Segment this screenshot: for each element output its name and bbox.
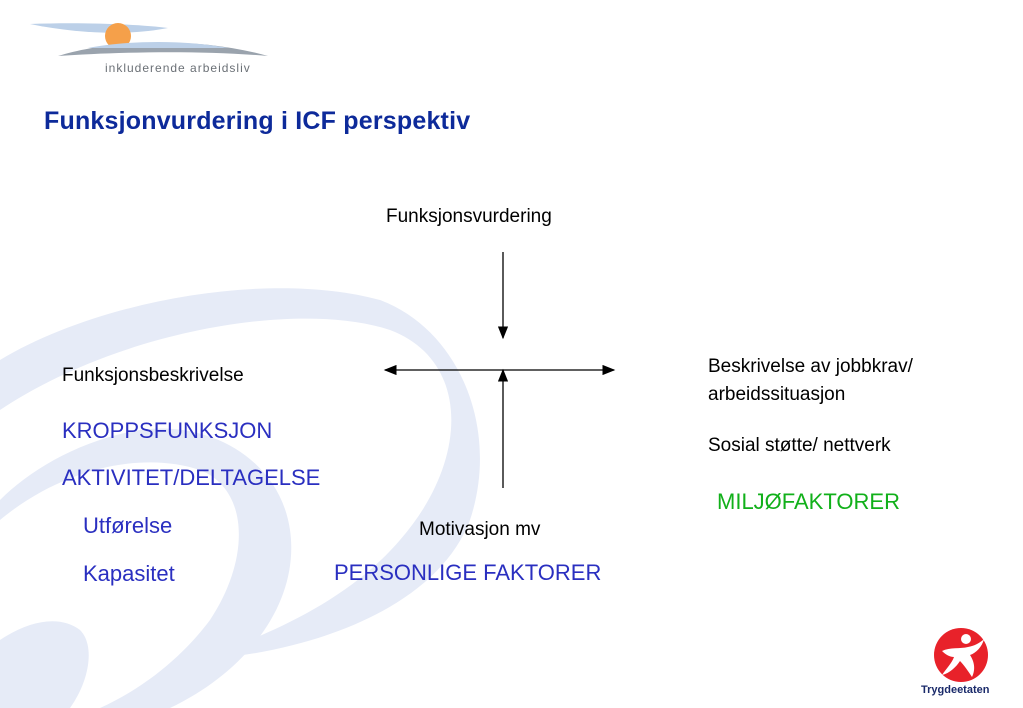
left-sub-utforelse: Utførelse	[83, 513, 173, 538]
left-item-kroppsfunksjon: KROPPSFUNKSJON	[62, 418, 273, 443]
trygdeetaten-logo-icon	[934, 628, 988, 682]
trygdeetaten-brand-text: Trygdeetaten	[921, 684, 990, 696]
top-label: Funksjonsvurdering	[386, 206, 552, 227]
left-item-aktivitet: AKTIVITET/DELTAGELSE	[62, 465, 321, 490]
right-line-2: arbeidssituasjon	[708, 384, 846, 405]
logo-text: inkluderende arbeidsliv	[105, 61, 251, 75]
right-line-3: Sosial støtte/ nettverk	[708, 435, 891, 456]
right-category: MILJØFAKTORER	[717, 489, 900, 514]
inkluderende-arbeidsliv-logo	[30, 23, 268, 56]
page-title: Funksjonvurdering i ICF perspektiv	[44, 107, 471, 135]
left-sub-kapasitet: Kapasitet	[83, 561, 175, 586]
left-heading: Funksjonsbeskrivelse	[62, 365, 244, 386]
right-line-1: Beskrivelse av jobbkrav/	[708, 356, 913, 377]
bottom-label: Motivasjon mv	[419, 519, 541, 540]
bottom-category: PERSONLIGE FAKTORER	[334, 560, 602, 585]
